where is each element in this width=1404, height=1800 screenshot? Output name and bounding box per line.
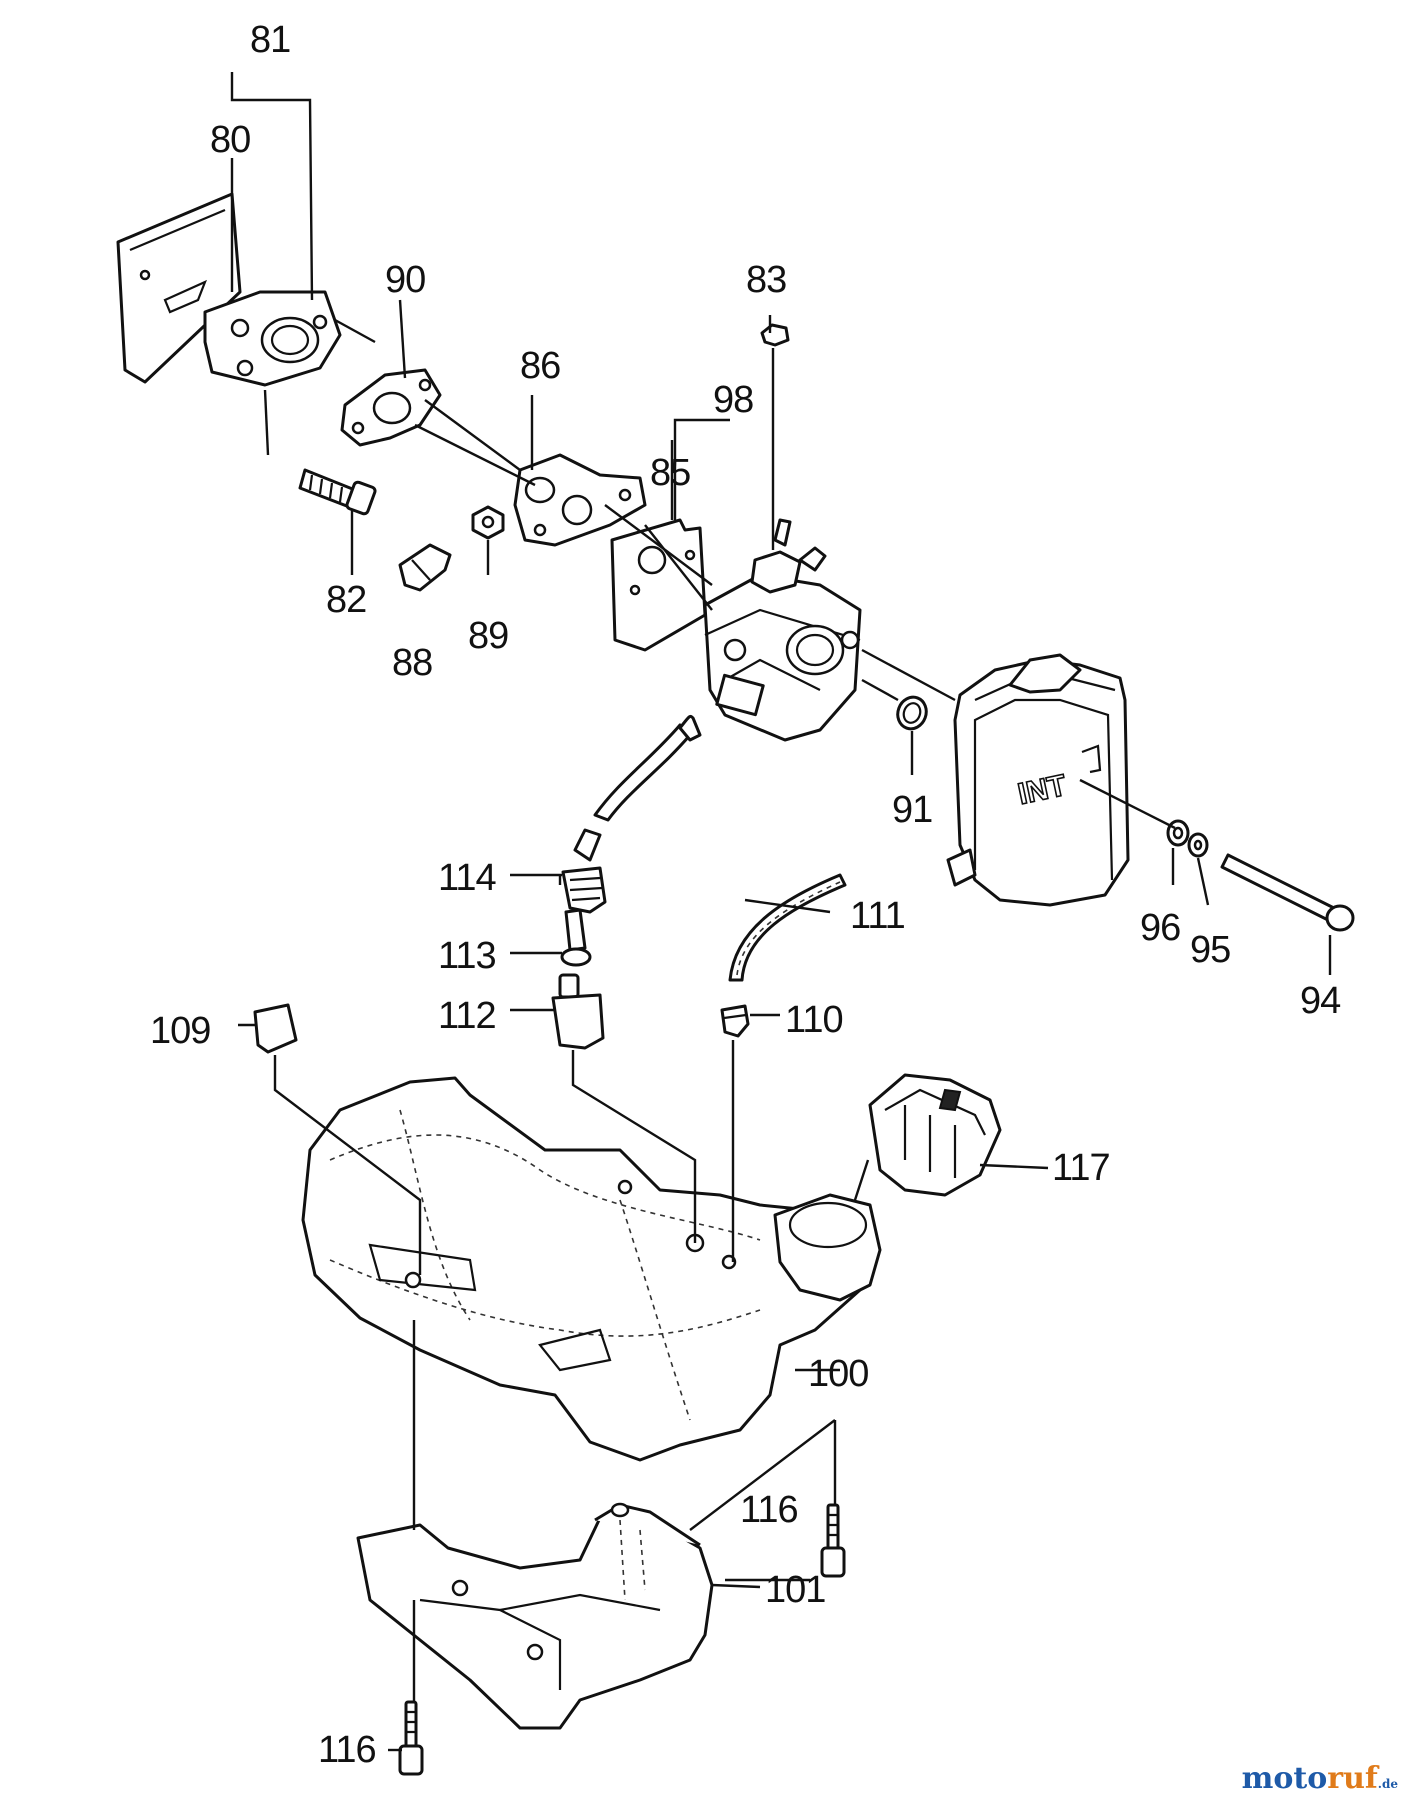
callout-111: 111 <box>850 895 905 937</box>
fuel-tank-100 <box>301 1076 882 1462</box>
callout-114: 114 <box>438 857 496 899</box>
air-cleaner-cover: INT <box>946 653 1130 907</box>
callout-101: 101 <box>765 1569 825 1611</box>
callout-113: 113 <box>438 935 496 977</box>
filter-114 <box>561 866 607 952</box>
fuel-hose <box>573 714 702 862</box>
bolt-94 <box>1220 853 1355 932</box>
o-ring-91 <box>896 695 928 731</box>
watermark-ruf: ruf <box>1327 1761 1378 1796</box>
callout-81: 81 <box>250 19 290 61</box>
watermark-moto: moto <box>1241 1761 1328 1796</box>
callout-110: 110 <box>785 999 843 1041</box>
fitting-88 <box>398 543 452 592</box>
bracket-101 <box>356 1502 714 1730</box>
fuel-cap-117 <box>868 1073 1002 1197</box>
carburetor-98 <box>703 518 862 742</box>
callout-91: 91 <box>892 789 932 831</box>
callout-109: 109 <box>150 1010 210 1052</box>
assembly-lines <box>273 318 1176 1702</box>
watermark-logo: motoruf.de <box>1242 1761 1398 1796</box>
washer-96-hole <box>1172 826 1184 840</box>
callout-89: 89 <box>468 615 508 657</box>
clip-83 <box>760 323 790 347</box>
callout-86: 86 <box>520 345 560 387</box>
screw-116-upper <box>820 1503 846 1578</box>
hose-111 <box>728 873 847 982</box>
callout-117: 117 <box>1052 1147 1110 1189</box>
washer-95-hole <box>1193 839 1203 851</box>
callout-85: 85 <box>650 452 690 494</box>
callout-94: 94 <box>1300 980 1341 1022</box>
callout-labels: 81 80 90 86 83 98 85 82 88 89 91 114 111… <box>150 19 1342 1771</box>
watermark-suffix: .de <box>1377 1777 1398 1791</box>
callout-112: 112 <box>438 995 496 1037</box>
callout-96: 96 <box>1140 907 1180 949</box>
grommet-112 <box>551 973 605 1050</box>
callout-83: 83 <box>746 259 786 301</box>
nut-89 <box>471 505 505 540</box>
valve-110 <box>720 1004 750 1038</box>
callout-116-lower: 116 <box>318 1729 376 1771</box>
callout-95: 95 <box>1190 929 1230 971</box>
callout-82: 82 <box>326 579 366 621</box>
bolt-82 <box>298 468 377 516</box>
callout-90: 90 <box>385 259 425 301</box>
gasket-90 <box>340 368 442 447</box>
callout-98: 98 <box>713 379 753 421</box>
leader-lines <box>230 72 1332 1752</box>
intake-manifold <box>203 290 342 387</box>
callout-100: 100 <box>808 1353 868 1395</box>
callout-80: 80 <box>210 119 250 161</box>
gasket-85 <box>610 518 707 652</box>
screw-116-lower <box>398 1700 424 1776</box>
adapter-86 <box>513 453 647 547</box>
clip-113 <box>560 947 592 967</box>
intake-plate <box>116 192 242 384</box>
cushion-109 <box>253 1003 298 1054</box>
o-ring-91-inner <box>902 702 922 724</box>
callout-88: 88 <box>392 642 432 684</box>
callout-116-upper: 116 <box>740 1489 798 1531</box>
